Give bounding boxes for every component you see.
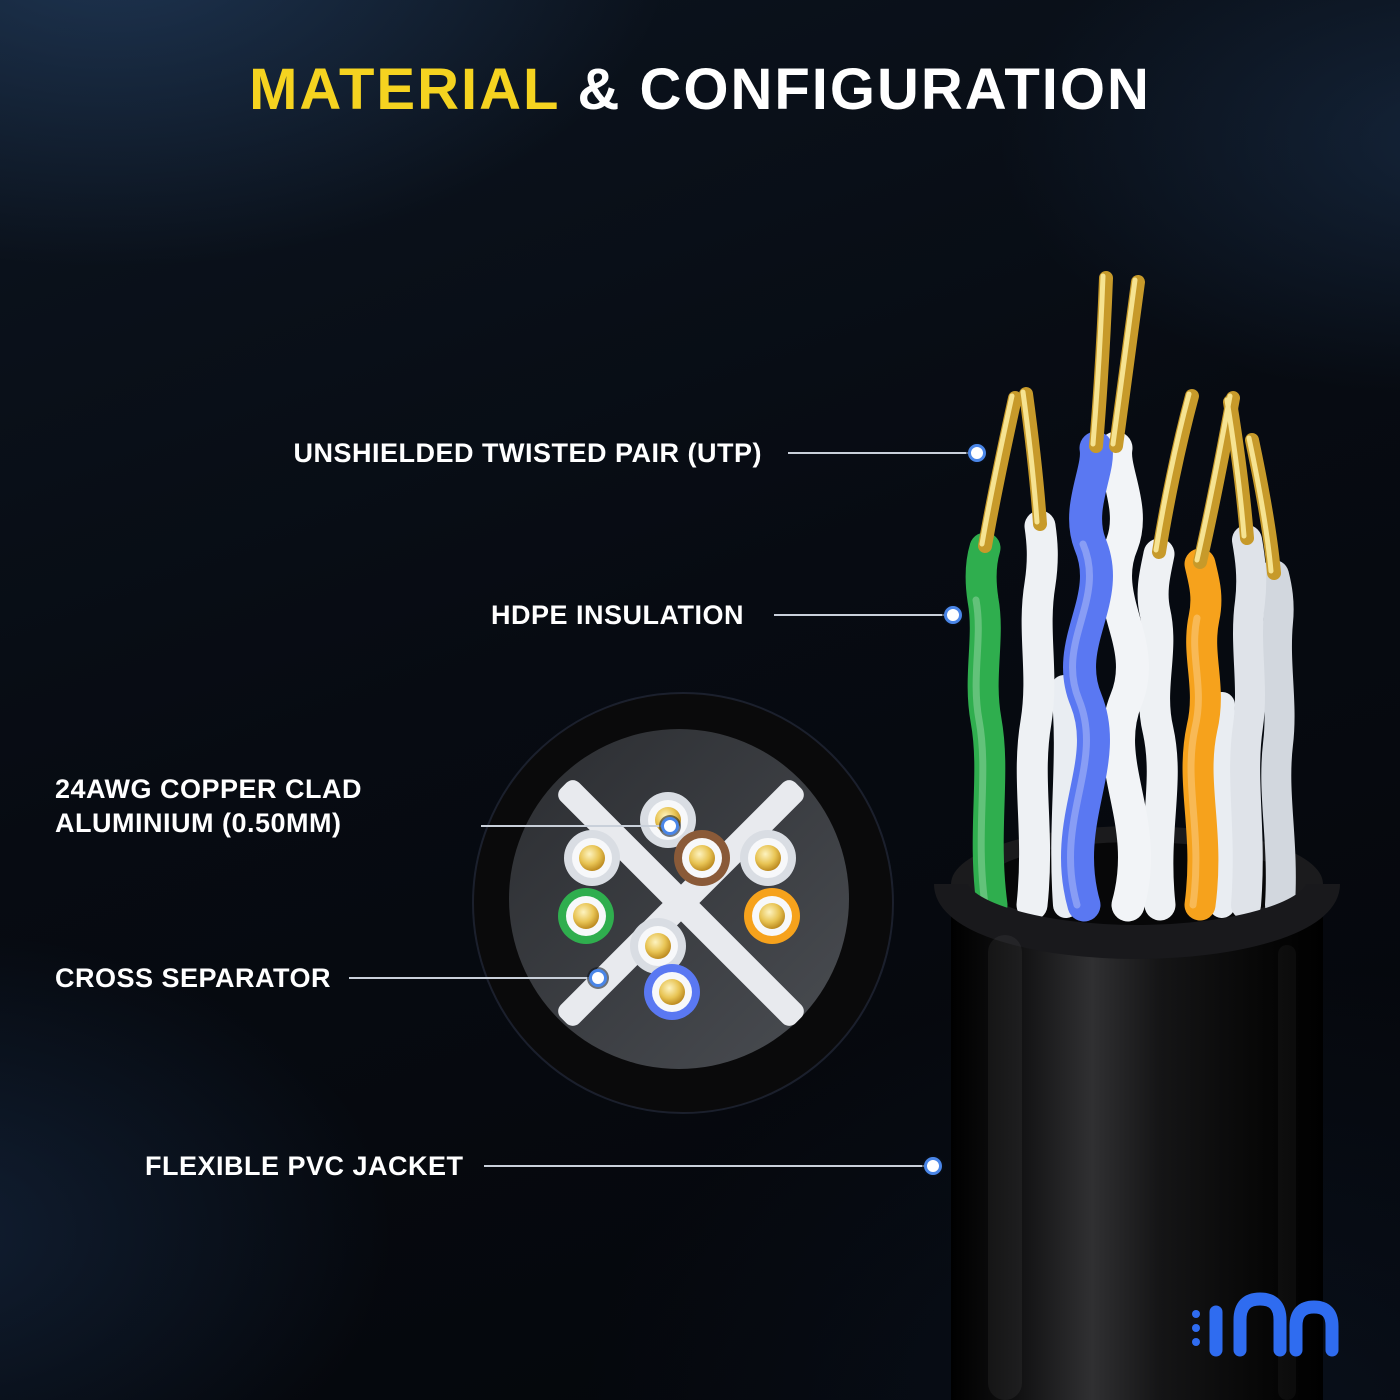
callout-copper-clad-aluminium: 24AWG COPPER CLAD ALUMINIUM (0.50MM)	[55, 772, 679, 840]
conductor-white-right	[740, 830, 796, 886]
callout-dot	[944, 606, 962, 624]
cable-cutaway	[934, 271, 1340, 1400]
callout-dot	[968, 444, 986, 462]
callout-utp: UNSHIELDED TWISTED PAIR (UTP)	[120, 436, 986, 470]
conductor-brown	[674, 830, 730, 886]
callout-dot	[589, 969, 608, 987]
leader-line	[483, 1165, 924, 1167]
callout-dot	[661, 817, 679, 835]
cross-separator	[558, 780, 804, 1026]
brand-logo	[1192, 1292, 1339, 1357]
conductor-white-bottom	[630, 918, 686, 974]
conductor-white-left	[564, 830, 620, 886]
title-rest: & CONFIGURATION	[577, 57, 1151, 122]
pvc-jacket-body	[951, 884, 1323, 1400]
conductor-orange	[744, 888, 800, 944]
leader-line	[774, 614, 944, 616]
callout-hdpe-label: HDPE INSULATION	[490, 600, 744, 630]
conductor-green	[558, 888, 614, 944]
callout-hdpe-insulation: HDPE INSULATION	[300, 598, 962, 632]
leader-line	[788, 452, 968, 454]
wire-pair-orange	[1137, 538, 1222, 921]
callout-jacket-label: FLEXIBLE PVC JACKET	[145, 1151, 464, 1181]
wire-pair-white	[1230, 525, 1296, 920]
copper-tip-highlights	[979, 273, 1274, 574]
cross-section-diagram	[472, 692, 894, 1114]
wire-pair-blue	[1061, 431, 1151, 922]
callout-pvc-jacket: FLEXIBLE PVC JACKET	[145, 1149, 942, 1183]
callout-cca-label: 24AWG COPPER CLAD ALUMINIUM (0.50MM)	[55, 774, 363, 838]
conductor-blue	[644, 964, 700, 1020]
callout-cross-label: CROSS SEPARATOR	[55, 963, 332, 993]
leader-line	[481, 825, 661, 827]
callout-cross-separator: CROSS SEPARATOR	[55, 961, 608, 995]
callout-utp-label: UNSHIELDED TWISTED PAIR (UTP)	[293, 438, 762, 468]
page-title: MATERIAL & CONFIGURATION	[0, 56, 1400, 123]
callout-dot	[923, 1157, 942, 1175]
leader-line	[349, 977, 590, 979]
wire-pair-green	[965, 510, 1058, 921]
jacket-front-lip	[934, 882, 1340, 959]
title-highlight: MATERIAL	[249, 57, 560, 122]
